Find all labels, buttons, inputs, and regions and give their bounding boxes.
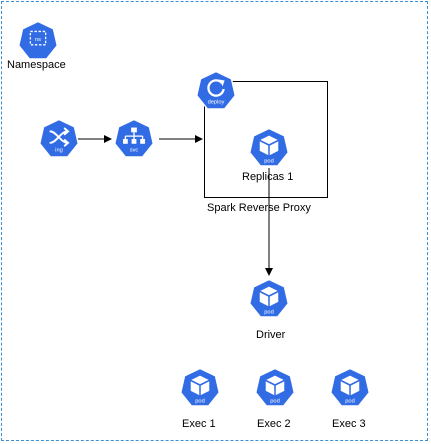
executor-3-pod-icon[interactable]: pod <box>329 367 371 409</box>
replica-pod-icon[interactable]: pod <box>248 127 290 169</box>
driver-pod-icon-text: pod <box>264 309 274 315</box>
executor-1-icon-text: pod <box>195 398 205 404</box>
service-icon[interactable]: svc <box>113 118 155 160</box>
namespace-icon[interactable]: ns <box>17 20 59 62</box>
namespace-icon-text: ns <box>35 37 41 43</box>
executor-2-label: Exec 2 <box>257 418 291 430</box>
ingress-icon-text: ing <box>55 147 63 153</box>
replica-pod-icon-text: pod <box>264 158 274 164</box>
executor-1-label: Exec 1 <box>182 418 216 430</box>
proxy-label: Spark Reverse Proxy <box>207 202 311 214</box>
executor-2-icon-text: pod <box>270 398 280 404</box>
executor-3-icon-text: pod <box>345 398 355 404</box>
executor-1-pod-icon[interactable]: pod <box>179 367 221 409</box>
service-icon-text: svc <box>130 147 139 153</box>
driver-label: Driver <box>256 329 286 341</box>
refresh-icon <box>207 79 225 97</box>
shuffle-icon <box>49 127 70 147</box>
ingress-icon[interactable]: ing <box>38 118 80 160</box>
driver-pod-icon[interactable]: pod <box>248 278 290 320</box>
namespace-label: Namespace <box>7 59 66 71</box>
replica-label: Replicas 1 <box>242 171 294 183</box>
network-tree-icon <box>123 127 145 144</box>
deployment-box <box>204 81 328 198</box>
deployment-icon-text: deploy <box>208 99 225 105</box>
executor-3-label: Exec 3 <box>332 418 366 430</box>
executor-2-pod-icon[interactable]: pod <box>254 367 296 409</box>
deployment-icon[interactable]: deploy <box>195 70 237 112</box>
